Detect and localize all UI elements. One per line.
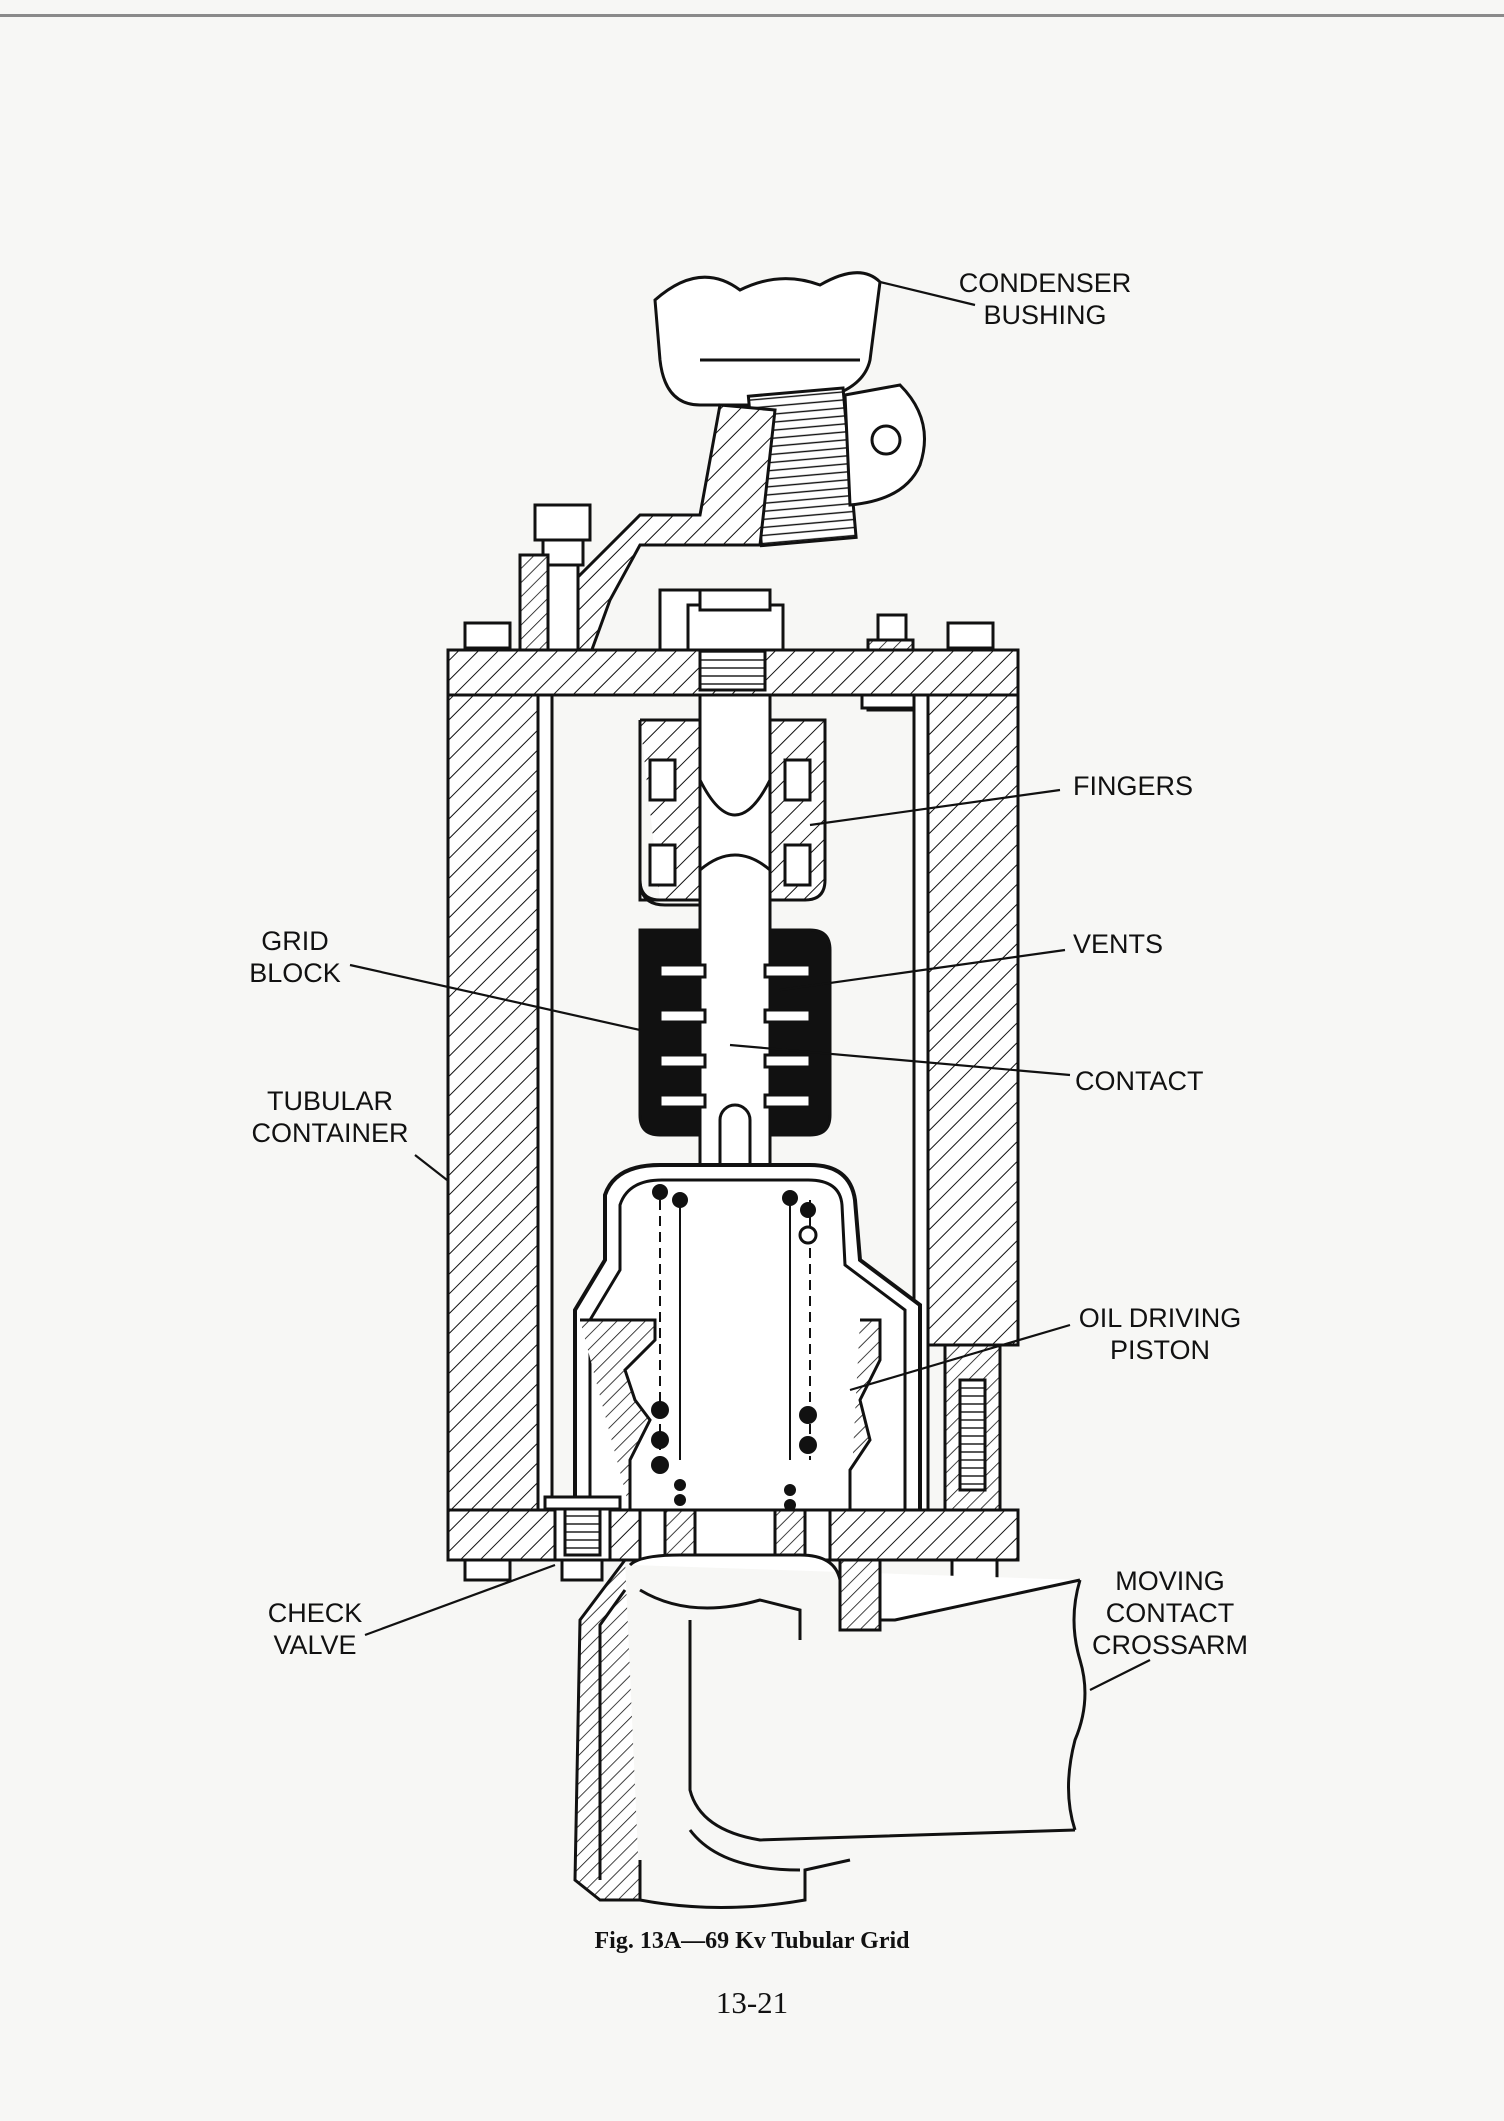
page-top-rule <box>0 14 1504 17</box>
leader-tubular-container <box>414 1154 448 1181</box>
leader-moving-contact-crossarm <box>1089 1659 1151 1691</box>
bottom-valve-nut <box>560 1558 604 1582</box>
label-check-valve-line-1: CHECK <box>268 1598 363 1628</box>
leader-lines <box>349 280 1151 1691</box>
label-grid-block-line-1: GRID <box>261 926 329 956</box>
label-moving-contact-crossarm-line-3: CROSSARM <box>1092 1630 1248 1660</box>
top-right-nut <box>946 621 995 650</box>
leader-vents <box>779 948 1066 992</box>
top-left-nut <box>463 621 512 650</box>
label-condenser-bushing-line-1: CONDENSER <box>959 268 1132 298</box>
label-oil-driving-piston-line-1: OIL DRIVING <box>1079 1303 1242 1333</box>
label-vents-line-1: VENTS <box>1073 929 1163 959</box>
label-grid-block-line-2: BLOCK <box>249 958 341 988</box>
grid-block <box>638 928 832 1137</box>
label-condenser-bushing-line-2: BUSHING <box>983 300 1106 330</box>
tubular-container-right-wall <box>926 693 1020 1347</box>
top-flange <box>446 648 1020 697</box>
leader-contact <box>729 1043 1071 1077</box>
leader-grid-block <box>349 963 641 1032</box>
leader-fingers <box>809 788 1061 827</box>
bottom-flange <box>446 1495 1020 1562</box>
label-contact-line-1: CONTACT <box>1075 1066 1204 1096</box>
page-number: 13-21 <box>715 1985 789 2020</box>
fingers-housing <box>638 718 827 907</box>
label-tubular-container-line-1: TUBULAR <box>267 1086 393 1116</box>
label-moving-contact-crossarm-line-2: CONTACT <box>1106 1598 1235 1628</box>
top-center-nut <box>658 588 785 652</box>
right-lower-bolt <box>943 1343 1002 1517</box>
label-tubular-container-line-2: CONTAINER <box>251 1118 408 1148</box>
piston-housing <box>573 1163 922 1511</box>
leader-oil-driving-piston <box>849 1323 1071 1392</box>
label-fingers-line-1: FINGERS <box>1073 771 1193 801</box>
label-check-valve-line-2: VALVE <box>273 1630 356 1660</box>
leader-condenser-bushing <box>879 280 976 307</box>
label-oil-driving-piston-line-2: PISTON <box>1110 1335 1210 1365</box>
label-moving-contact-crossarm-line-1: MOVING <box>1115 1566 1225 1596</box>
figure-caption: Fig. 13A—69 Kv Tubular Grid <box>594 1928 910 1954</box>
moving-contact-crossarm <box>573 1553 1087 1909</box>
leader-check-valve <box>364 1563 556 1637</box>
condenser-bushing <box>548 271 926 657</box>
bottom-left-nut <box>463 1558 512 1582</box>
tubular-container-left-wall <box>446 693 540 1512</box>
